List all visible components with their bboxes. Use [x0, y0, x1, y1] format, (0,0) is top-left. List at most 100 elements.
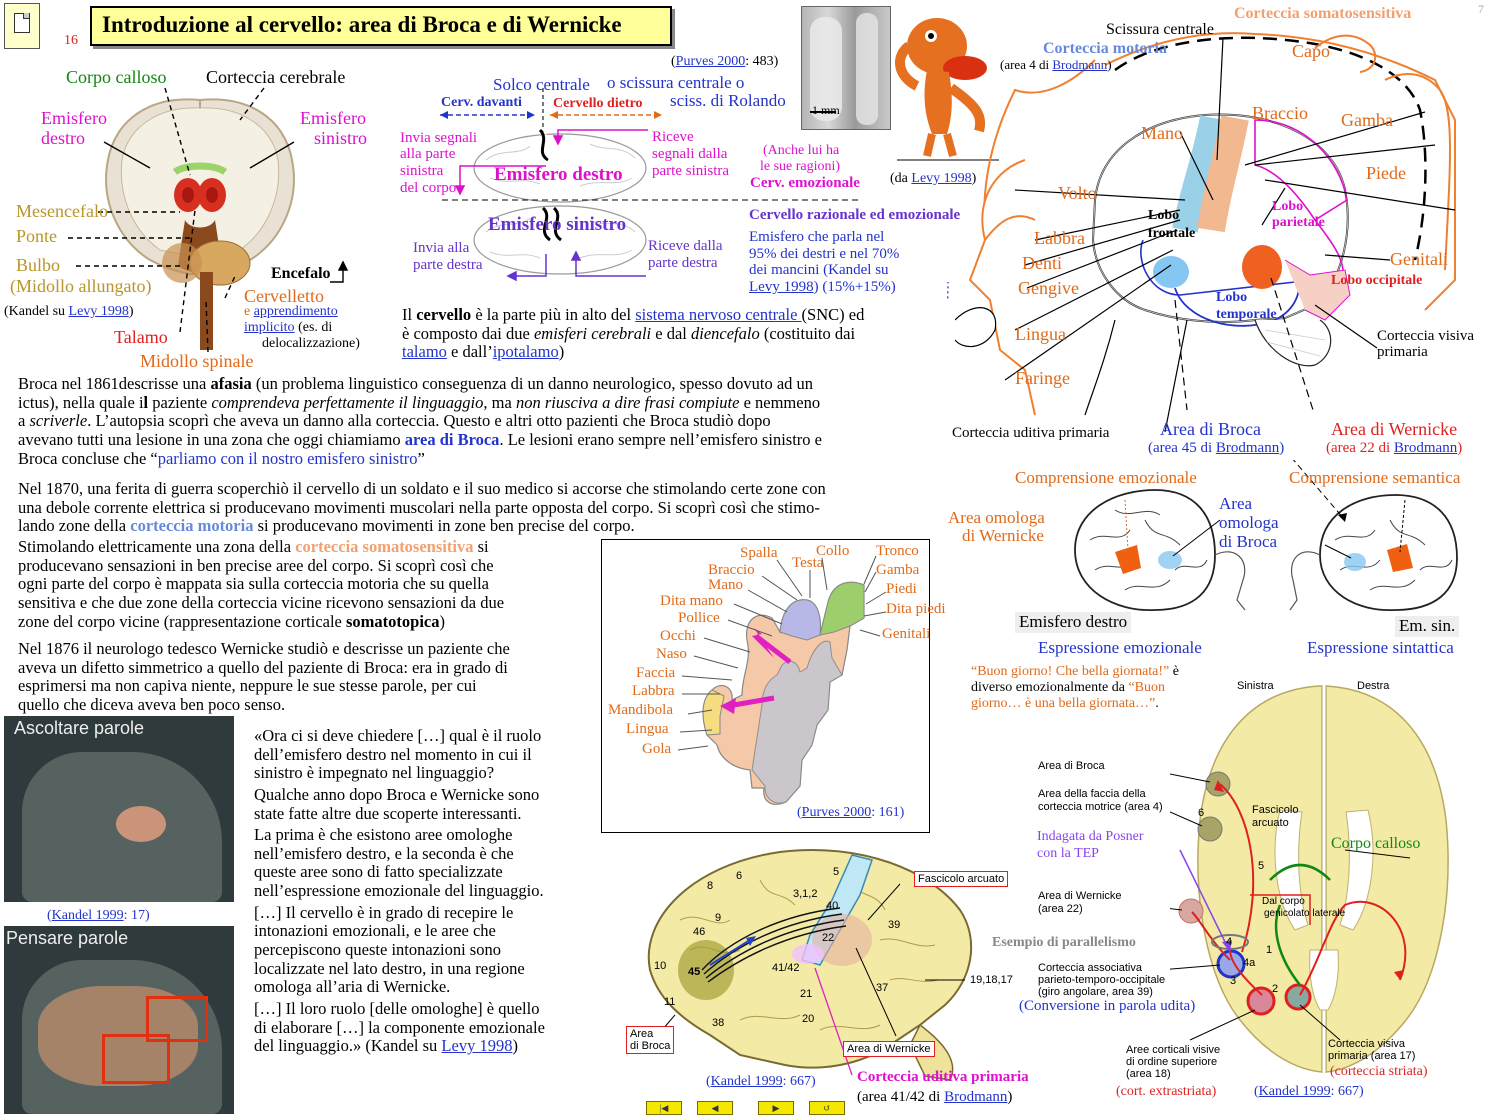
t: zone del corpo vicine (rappresentazione … [18, 611, 346, 631]
kandel-1999-link-3[interactable]: Kandel 1999 [1258, 1084, 1331, 1099]
label-area-wernicke: Area di Wernicke [1331, 419, 1458, 439]
label-riceve-dalla-1: Riceve dalla [648, 238, 723, 254]
homunculus-label: Naso [656, 646, 687, 662]
brodmann-number: 8 [707, 880, 714, 892]
axial-label-fascicolo-1: Fascicolo [1252, 804, 1299, 816]
t: si producevano movimenti in zone ben pre… [253, 516, 635, 536]
box-fascicolo-arcuato: Fascicolo arcuato [914, 871, 1009, 887]
label-uditiva-primaria: Corteccia uditiva primaria [857, 1069, 1029, 1085]
purves-cite-post: : 161) [871, 805, 905, 820]
kandel-1999-link[interactable]: Kandel 1999 [51, 908, 124, 923]
broca-line-1: Broca nel 1861descrisse una afasia (un p… [18, 374, 930, 394]
axial-label-visiva-1: Corteccia visiva [1328, 1038, 1406, 1050]
kandel-pre: ( [47, 908, 52, 923]
t: e nemmeno [739, 392, 821, 412]
implicito-link[interactable]: implicito [244, 320, 295, 335]
snc-i1: emisferi cerebrali [533, 323, 652, 343]
ipotalamo-link[interactable]: ipotalamo [492, 342, 559, 362]
t: scriverle [29, 411, 88, 431]
apprendimento-link[interactable]: apprendimento [253, 304, 338, 319]
t: somatotopica [346, 611, 440, 631]
label-uditiva: Corteccia uditiva primaria [952, 425, 1110, 441]
levy-1998-link-2[interactable]: Levy 1998 [749, 279, 814, 295]
nav-return-button[interactable]: ↺ [809, 1101, 845, 1115]
k667b-post: : 667) [1330, 1084, 1364, 1099]
label-emisfero-destro: Emisfero destro [494, 164, 623, 185]
label-ponte: Ponte [16, 226, 58, 246]
label-rolando: sciss. di Rolando [670, 91, 786, 110]
k667-post: : 667) [782, 1074, 816, 1089]
brodmann-number: 46 [693, 926, 706, 938]
homunculus-label: Tronco [876, 543, 919, 559]
quote-par-p4: […] Il cervello è in grado di recepire l… [254, 902, 584, 997]
brodmann-link-4[interactable]: Brodmann [944, 1089, 1008, 1105]
axial-label-extrastriata: (cort. extrastriata) [1116, 1084, 1217, 1099]
label-emisfero-sinistro-2: sinistro [314, 128, 368, 148]
nav-next-icon: ▶ [772, 1102, 780, 1113]
nav-next-button[interactable]: ▶ [758, 1101, 794, 1115]
t: a [18, 411, 30, 431]
label-implicito: implicito (es. di [244, 320, 332, 335]
label-lingua: Lingua [1015, 324, 1066, 344]
brodmann-number: 22 [822, 932, 835, 944]
snc-t2: è la parte più in alto del [471, 305, 636, 324]
label-corteccia-motoria: Corteccia motoria [1043, 40, 1167, 57]
label-visiva-2: primaria [1377, 344, 1428, 360]
scale-label: 1 mm [812, 103, 840, 117]
axial-label-wernicke-1: Area di Wernicke [1038, 890, 1122, 902]
nav-prev-button[interactable]: ◀ [697, 1101, 733, 1115]
brodmann-link-1[interactable]: Brodmann [1052, 57, 1108, 72]
homunculus-figure-icon [895, 18, 999, 161]
cite-kandel-levy: (Kandel su Levy 1998) [4, 304, 133, 319]
box-broca-2: di Broca [630, 1040, 671, 1053]
homunculus-label: Mandibola [608, 702, 673, 718]
axial-label-destra: Destra [1357, 680, 1390, 692]
cite-pre: (Kandel su [4, 304, 69, 319]
label-parla-2: 95% dei destri e nel 70% [749, 246, 900, 262]
label-mesencefalo: Mesencefalo [16, 201, 108, 221]
label-scissura-centrale-right: Scissura centrale [1106, 21, 1214, 38]
t: ” [417, 448, 425, 468]
t: corteccia somatosensitiva [295, 537, 474, 556]
kandel-1999-link-2[interactable]: Kandel 1999 [710, 1074, 783, 1089]
purves-2000-link-2[interactable]: Purves 2000 [801, 805, 872, 820]
parla-post: ) (15%+15%) [813, 279, 896, 295]
label-corpo-calloso: Corpo calloso [66, 67, 167, 87]
label-visiva-1: Corteccia visiva [1377, 328, 1475, 344]
q6a: del linguaggio.» (Kandel su [254, 1036, 442, 1056]
axial-number: 4a [1243, 957, 1256, 969]
axial-number: 2 [1272, 983, 1279, 995]
snc-link[interactable]: sistema nervoso centrale [635, 305, 802, 324]
label-lobo-frontale-1: Lobo [1148, 208, 1180, 223]
brodmann-number: 19,18,17 [970, 974, 1013, 986]
brodmann-link-2[interactable]: Brodmann [1215, 440, 1280, 456]
levy-1998-link-3[interactable]: Levy 1998 [911, 171, 972, 186]
quote-last-line: del linguaggio.» (Kandel su Levy 1998) [254, 1036, 584, 1056]
brodmann-brain-figure [647, 848, 973, 1081]
levy-1998-link[interactable]: Levy 1998 [68, 304, 129, 319]
t: Stimolando elettricamente una zona della [18, 537, 296, 556]
label-appr: e apprendimento [244, 304, 338, 319]
axial-label-faccia-1: Area della faccia della [1038, 788, 1146, 800]
somato-line-1: Stimolando elettricamente una zona della… [18, 537, 584, 557]
quote-line: omologa all’aria di Wernicke. [254, 977, 451, 997]
brodmann-number: 9 [715, 912, 722, 924]
levy-pre: (da [890, 171, 912, 186]
cite-da-levy: (da Levy 1998) [890, 171, 976, 186]
doc-icon[interactable] [4, 3, 40, 49]
brodmann-number: 41/42 [772, 962, 800, 974]
axial-label-visive-3: (area 18) [1126, 1068, 1171, 1080]
label-parla-3: dei mancini (Kandel su [749, 262, 889, 278]
t: ) [439, 611, 446, 631]
brodmann-link-3[interactable]: Brodmann [1393, 440, 1458, 456]
t: comprendeva perfettamente il linguaggio [211, 392, 484, 412]
quote-line: […] Il cervello è in grado di recepire l… [254, 902, 514, 922]
levy-1998-link-4[interactable]: Levy 1998 [441, 1036, 513, 1056]
label-braccio: Braccio [1252, 103, 1308, 123]
broca-line-3: a scriverle. L’autopsia scoprì che aveva… [18, 411, 930, 431]
label-omologa-b-3: di Broca [1219, 532, 1278, 551]
purves-2000-link[interactable]: Purves 2000 [675, 54, 746, 69]
label-emisfero-sinistro-1: Emisfero [300, 108, 366, 128]
nav-first-button[interactable]: |◀ [646, 1101, 682, 1115]
talamo-link[interactable]: talamo [402, 342, 447, 362]
